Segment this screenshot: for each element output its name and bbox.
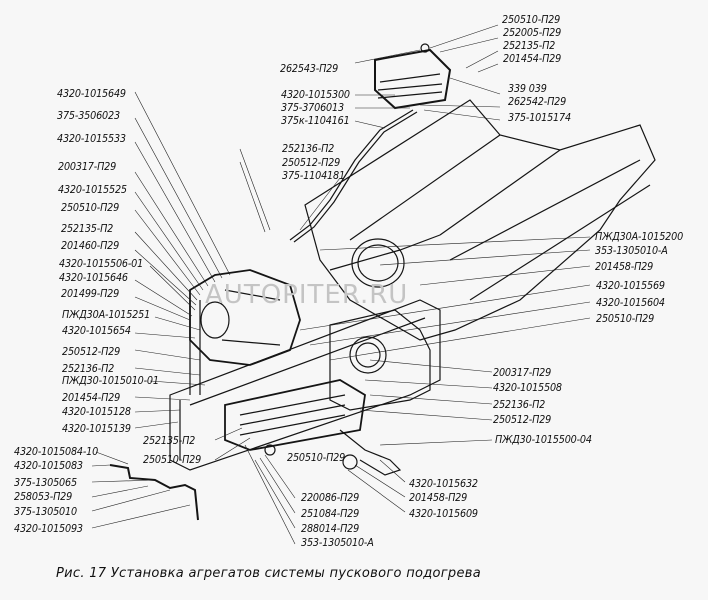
frame-rail [169,299,441,471]
part-label: 4320-1015506-01 [59,258,144,270]
part-label: 200317-П29 [58,161,117,173]
part-label: 201458-П29 [409,492,468,504]
part-label: 250510-П29 [143,454,202,466]
part-label: 4320-1015569 [596,280,665,292]
boiler-detail [189,289,281,395]
part-label: 4320-1015525 [58,184,127,196]
part-label: 4320-1015654 [62,325,131,337]
part-label: 250512-П29 [62,346,121,358]
part-label: 252135-П2 [503,40,556,52]
heat-exchanger [224,379,366,451]
part-label: 252135-П2 [61,223,114,235]
part-label: 375-3706013 [281,102,344,114]
part-label: 353-1305010-А [595,245,668,257]
fuel-pipe [289,109,414,241]
part-label: 252136-П2 [282,143,335,155]
part-label: 200317-П29 [493,367,552,379]
part-label: 4320-1015084-10 [14,446,99,458]
part-label: 4320-1015128 [62,406,131,418]
part-label: 4320-1015604 [596,297,665,309]
part-label: 262542-П29 [508,96,567,108]
part-label: 4320-1015508 [493,382,562,394]
part-label: ПЖД30А-1015251 [62,309,151,321]
flange-upper-inner [357,244,399,282]
engine-block-outline [304,99,656,341]
part-label: 4320-1015300 [281,89,350,101]
part-label: 252136-П2 [62,363,115,375]
part-label: 288014-П29 [301,523,360,535]
engine-side [449,159,651,301]
part-label: 4320-1015646 [59,272,128,284]
part-label: 262543-П29 [280,63,339,75]
part-label: 250512-П29 [493,414,552,426]
part-label: 250510-П29 [596,313,655,325]
part-label: 339 039 [508,83,547,95]
part-label: ПЖД30-1015010-01 [62,375,159,387]
gear-housing [329,309,431,411]
fuel-pipe-outer [293,111,418,243]
drain-tube [109,464,199,521]
cap [420,43,430,53]
part-label: 201499-П29 [61,288,120,300]
nut [264,444,276,456]
part-label: 251084-П29 [301,508,360,520]
part-label: 250510-П29 [287,452,346,464]
part-label: 201460-П29 [61,240,120,252]
part-label: 201454-П29 [62,392,121,404]
part-label: 4320-1015533 [57,133,126,145]
part-label: 4320-1015609 [409,508,478,520]
part-label: 250510-П29 [61,202,120,214]
clamp [342,454,358,470]
part-label: 252135-П2 [143,435,196,447]
part-label: 375к-1104161 [281,115,350,127]
part-label: 201454-П29 [503,53,562,65]
part-label: 375-1104181 [282,170,345,182]
flange-lower [349,336,387,374]
part-label: 250512-П29 [282,157,341,169]
part-label: 201458-П29 [595,261,654,273]
part-label: 250510-П29 [502,14,561,26]
exhaust-valve [339,429,402,476]
part-label: 4320-1015083 [14,460,83,472]
watermark: AUTOPITER.RU [205,280,409,310]
part-label: 258053-П29 [14,491,73,503]
part-label: 375-1305065 [14,477,77,489]
flange-lower-inner [355,342,381,368]
part-label: ПЖД30-1015500-04 [495,434,592,446]
pump-motor [200,301,230,339]
part-label: ПЖД30А-1015200 [595,231,684,243]
part-label: 353-1305010-А [301,537,374,549]
part-label: 220086-П29 [301,492,360,504]
part-label: 375-3506023 [57,110,120,122]
part-label: 375-1015174 [508,112,571,124]
part-label: 252136-П2 [493,399,546,411]
part-label: 4320-1015649 [57,88,126,100]
heater-unit-fins [377,73,443,99]
figure-caption: Рис. 17 Установка агрегатов системы пуск… [56,566,482,581]
leader-lines [91,24,591,545]
heater-unit-top [374,48,452,110]
heat-exchanger-fins [239,394,346,436]
part-label: 4320-1015139 [62,423,131,435]
part-label: 4320-1015093 [14,523,83,535]
part-label: 375-1305010 [14,506,77,518]
part-label: 4320-1015632 [409,478,478,490]
part-label: 252005-П29 [503,27,562,39]
